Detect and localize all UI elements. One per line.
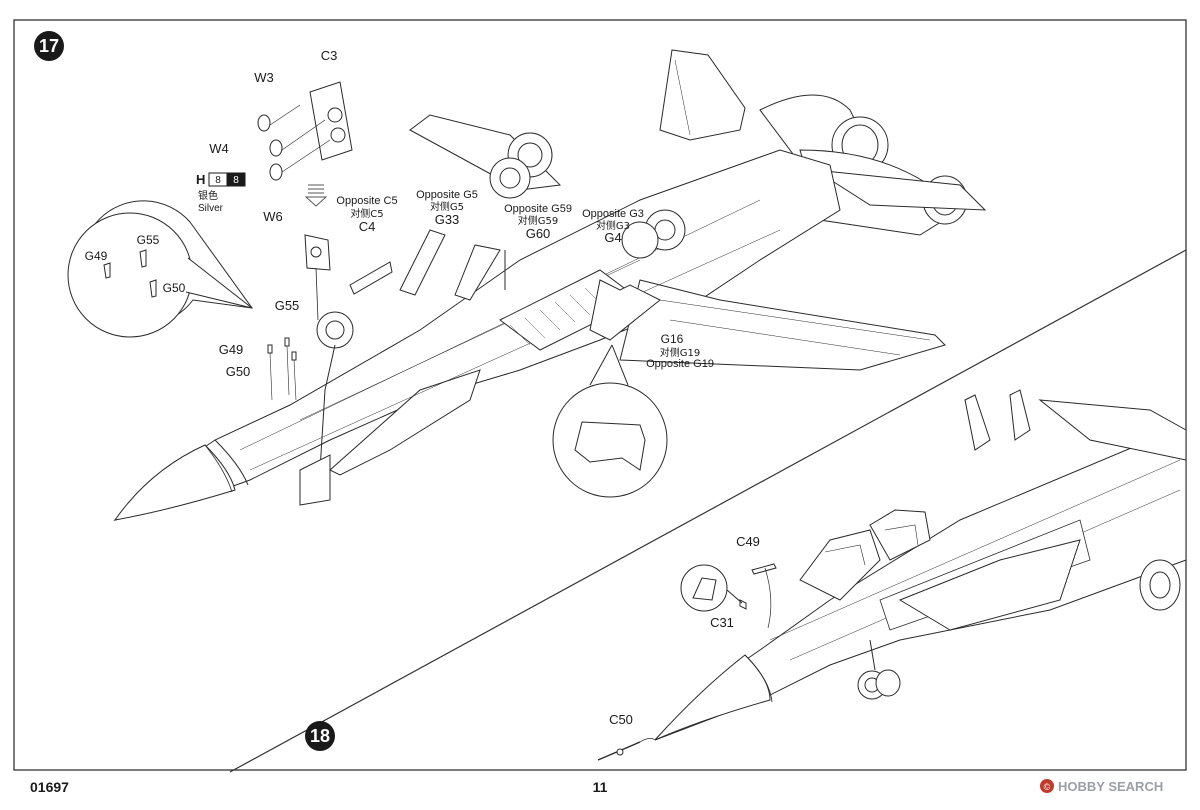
detail-label-g50: G50 <box>163 281 186 295</box>
product-code: 01697 <box>30 779 69 795</box>
detail-callout-left <box>67 200 254 338</box>
label-w3: W3 <box>254 70 274 85</box>
label-g55: G55 <box>275 298 300 313</box>
page-frame <box>13 19 1187 771</box>
svg-text:©: © <box>1044 782 1051 792</box>
nose-cone-step-18 <box>654 654 771 741</box>
label-opp-c5: Opposite C5 <box>336 195 397 207</box>
label-opp-g3-cn: 对侧G3 <box>596 219 630 232</box>
label-g60: G60 <box>526 226 551 241</box>
label-c31: C31 <box>710 615 734 630</box>
label-opp-g5-cn: 对侧G5 <box>430 200 464 213</box>
label-opp-g59: Opposite G59 <box>504 203 572 215</box>
detail-label-g55: G55 <box>137 233 160 247</box>
step-18-badge: 18 <box>305 721 335 751</box>
detail-label-g49: G49 <box>85 249 108 263</box>
label-g4: G4 <box>604 230 621 245</box>
lower-wing <box>619 279 946 371</box>
label-c3: C3 <box>321 48 338 63</box>
detail-callout-right <box>552 344 668 498</box>
label-g16: G16 <box>661 332 684 346</box>
nose-gear-step-18 <box>857 639 901 700</box>
main-wheel-rear <box>489 132 553 199</box>
label-c50: C50 <box>609 712 633 727</box>
vertical-tail <box>659 49 746 141</box>
watermark: © HOBBY SEARCH <box>1040 779 1163 794</box>
paint-code: H <box>196 172 205 187</box>
paint-swatch-a: 8 <box>215 175 221 186</box>
air-intake <box>329 369 481 476</box>
step-17-number: 17 <box>39 36 59 56</box>
label-opp-c5-cn: 对侧C5 <box>350 207 383 220</box>
part-c31 <box>739 599 747 610</box>
part-w3 <box>257 114 271 132</box>
label-opp-g5: Opposite G5 <box>416 189 478 201</box>
main-wheel-front <box>621 209 686 259</box>
door-g16 <box>589 279 661 341</box>
door-c5 <box>399 229 446 296</box>
main-wheel-step-18 <box>1139 559 1181 611</box>
canopy-rear <box>869 509 931 561</box>
watermark-text: HOBBY SEARCH <box>1058 779 1163 794</box>
label-g33: G33 <box>435 212 460 227</box>
step-17-badge: 17 <box>34 31 64 61</box>
label-c4: C4 <box>359 219 376 234</box>
label-opp-g3: Opposite G3 <box>582 208 644 220</box>
label-w4: W4 <box>209 141 229 156</box>
step-18-number: 18 <box>310 726 330 746</box>
down-arrow-icon <box>304 184 328 207</box>
canopy-front <box>799 529 881 601</box>
page-number: 11 <box>593 779 608 795</box>
paint-swatch-b: 8 <box>233 175 239 186</box>
door-g33 <box>454 244 501 301</box>
label-opp-g19: Opposite G19 <box>646 358 714 370</box>
label-g50: G50 <box>226 364 251 379</box>
label-g49: G49 <box>219 342 244 357</box>
horizontal-stabilizer <box>814 169 987 211</box>
aircraft-step-17 <box>113 49 987 521</box>
nose-gear <box>299 311 354 506</box>
part-w4 <box>269 139 283 157</box>
paint-name-cn: 银色 <box>198 189 218 202</box>
label-opp-g59-cn: 对侧G59 <box>518 214 558 227</box>
aircraft-step-18 <box>597 389 1187 761</box>
detail-callout-c31 <box>680 564 743 612</box>
label-c49: C49 <box>736 534 760 549</box>
label-w6: W6 <box>263 209 283 224</box>
part-c2-plate <box>304 234 331 271</box>
label-opp-g19-cn: 对侧G19 <box>660 346 700 359</box>
paint-callout: H 8 8 银色 Silver <box>196 172 246 214</box>
door-c4 <box>349 261 393 295</box>
part-c49 <box>751 563 777 575</box>
part-w6 <box>269 163 283 181</box>
nose-cone <box>113 444 236 521</box>
step-divider <box>229 249 1187 773</box>
paint-name-en: Silver <box>198 203 224 214</box>
